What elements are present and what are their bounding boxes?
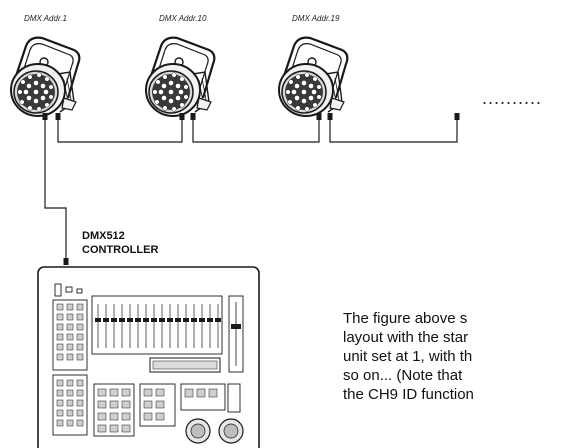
dmx-cable — [44, 118, 458, 262]
description-line: unit set at 1, with th — [343, 348, 473, 365]
description-line: layout with the star — [343, 329, 469, 346]
description-line: The figure above s — [343, 310, 468, 327]
dmx-controller — [37, 266, 260, 448]
fixture-2-address-label: DMX Addr.10 — [159, 14, 207, 23]
description-text: The figure above s layout with the star … — [343, 309, 576, 448]
controller-label-line2: CONTROLLER — [82, 244, 159, 256]
description-line: so on... (Note that — [343, 367, 463, 384]
fixture-3-address-label: DMX Addr.19 — [292, 14, 340, 23]
cable-connectors — [42, 113, 460, 265]
fixture-3 — [277, 36, 349, 118]
fixture-2 — [144, 36, 216, 118]
fixture-1-address-label: DMX Addr.1 — [24, 14, 67, 23]
controller-label-line1: DMX512 — [82, 230, 125, 242]
continuation-dots: .......... — [482, 88, 543, 108]
description-line: the CH9 ID function — [343, 386, 474, 403]
fixture-1 — [9, 36, 81, 118]
